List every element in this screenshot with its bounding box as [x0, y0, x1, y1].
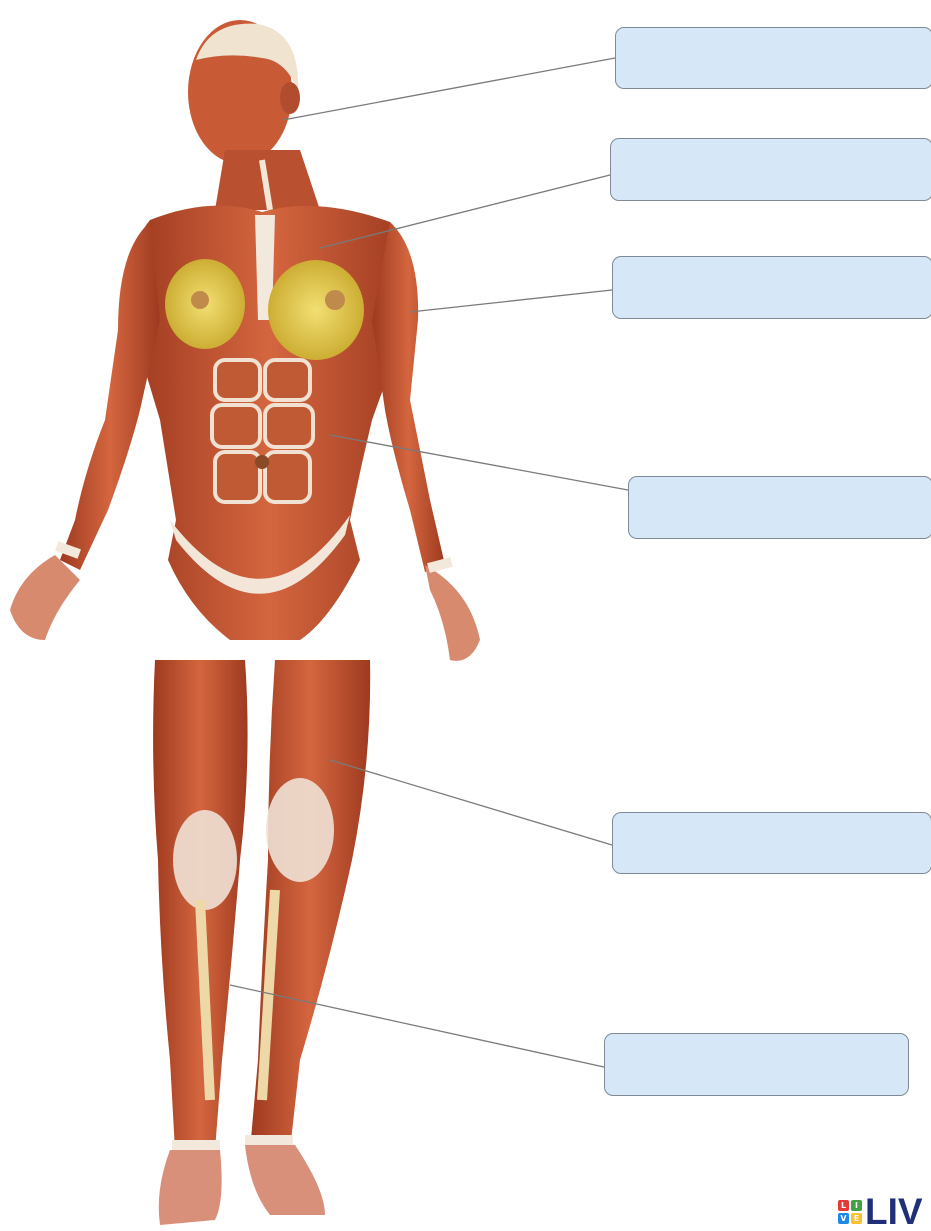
logo-wordmark: LIV — [865, 1193, 923, 1230]
label-box-5[interactable] — [612, 812, 931, 874]
body-silhouette — [10, 20, 480, 1225]
leader-line-4 — [330, 435, 628, 490]
leader-line-2 — [320, 175, 610, 248]
right-foot — [245, 1145, 325, 1215]
logo-tile: I — [851, 1200, 862, 1211]
left-hand — [10, 555, 80, 640]
logo-tile-grid: L I V E — [838, 1200, 862, 1224]
right-hand — [425, 565, 480, 661]
right-arm — [372, 222, 445, 572]
left-arm — [60, 222, 160, 570]
liveworksheets-logo: L I V E LIV — [838, 1192, 931, 1231]
leader-line-3 — [410, 290, 612, 312]
label-box-1[interactable] — [615, 27, 931, 89]
leader-line-5 — [330, 760, 612, 845]
knee-right — [266, 778, 334, 882]
ear — [280, 82, 300, 114]
label-box-4[interactable] — [628, 476, 931, 539]
label-box-3[interactable] — [612, 256, 931, 319]
left-foot — [159, 1150, 222, 1225]
leader-line-1 — [283, 58, 615, 120]
logo-tile: E — [851, 1213, 862, 1224]
logo-tile: L — [838, 1200, 849, 1211]
breast-right — [268, 260, 364, 360]
logo-tile: V — [838, 1213, 849, 1224]
label-box-6[interactable] — [604, 1033, 909, 1096]
label-box-2[interactable] — [610, 138, 931, 201]
knee-left — [173, 810, 237, 910]
